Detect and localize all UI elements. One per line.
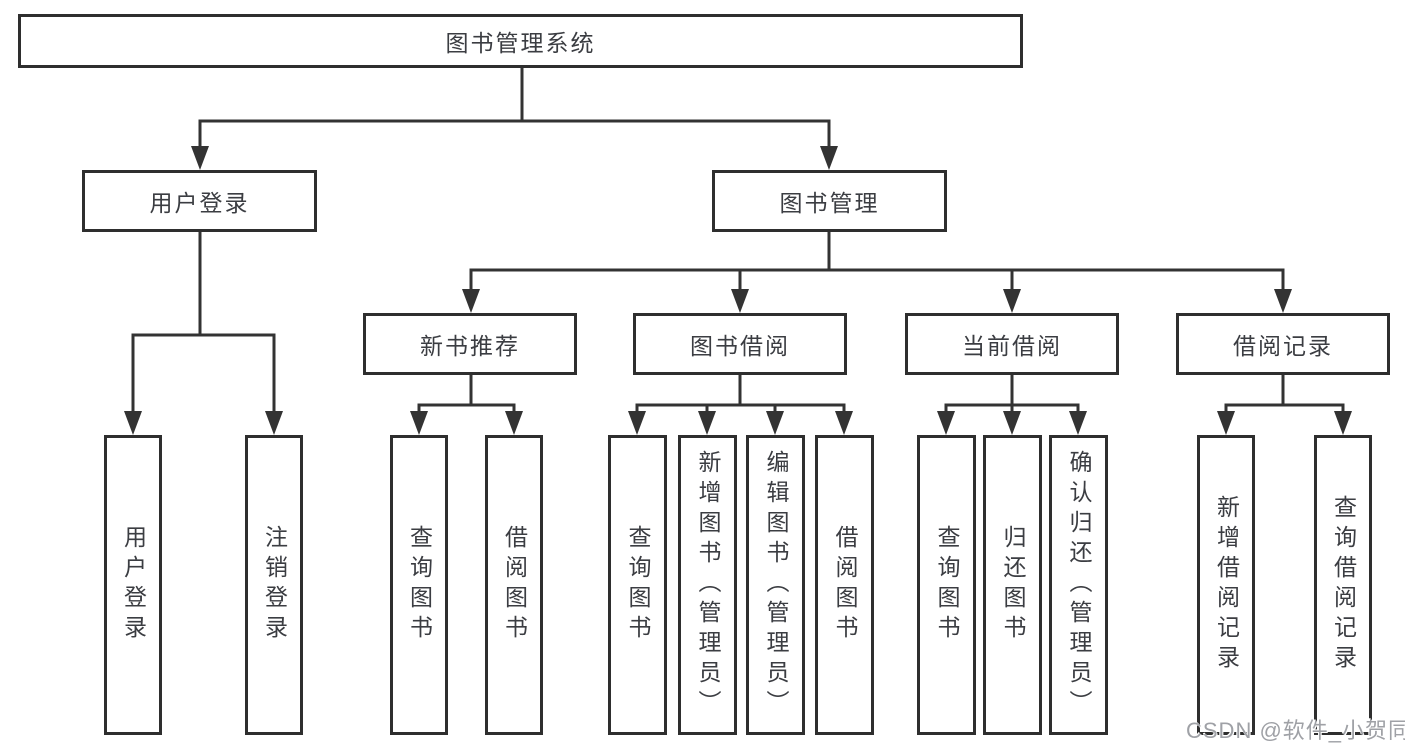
arrow-down-icon [410, 411, 428, 435]
arrow-down-icon [1274, 289, 1292, 313]
csdn-watermark: CSDN @软件_小贺同学 [1186, 718, 1405, 743]
arrow-down-icon [1069, 411, 1087, 435]
arrow-down-icon [1003, 411, 1021, 435]
connector-borrowrecord-to-leaves [1217, 375, 1352, 435]
arrow-down-icon [265, 411, 283, 435]
leaf-borrow-books: 借阅图书 [815, 435, 874, 735]
arrow-down-icon [1217, 411, 1235, 435]
leaf-add-borrow-record: 新增借阅记录 [1197, 435, 1255, 735]
leaf-user-login: 用户登录 [104, 435, 162, 735]
connector-currentborrow-to-leaves [937, 375, 1087, 435]
connector-userlogin-to-leaves [124, 232, 283, 435]
arrow-down-icon [937, 411, 955, 435]
leaf-confirm-return-admin: 确认归还（管理员） [1049, 435, 1108, 735]
arrow-down-icon [628, 411, 646, 435]
node-borrow-records: 借阅记录 [1176, 313, 1390, 375]
node-book-management-group: 图书管理 [712, 170, 947, 232]
leaf-query-borrow-record: 查询借阅记录 [1314, 435, 1372, 735]
leaf-return-books: 归还图书 [983, 435, 1042, 735]
leaf-query-books-current: 查询图书 [917, 435, 976, 735]
node-label: 图书借阅 [690, 333, 790, 359]
arrow-down-icon [462, 289, 480, 313]
node-book-borrow: 图书借阅 [633, 313, 847, 375]
leaf-query-books-recommend: 查询图书 [390, 435, 448, 735]
connector-root-to-level2 [191, 68, 838, 170]
leaf-borrow-books-recommend: 借阅图书 [485, 435, 543, 735]
connector-bookmgmt-to-level3 [462, 232, 1292, 313]
node-root-library-system: 图书管理系统 [18, 14, 1023, 68]
arrow-down-icon [124, 411, 142, 435]
node-label: 图书管理 [779, 190, 880, 216]
leaf-logout: 注销登录 [245, 435, 303, 735]
leaf-query-books-borrow: 查询图书 [608, 435, 667, 735]
arrow-down-icon [1003, 289, 1021, 313]
arrow-down-icon [191, 146, 209, 170]
connector-newbook-to-leaves [410, 375, 523, 435]
node-label: 用户登录 [149, 190, 250, 216]
arrow-down-icon [1334, 411, 1352, 435]
node-label: 图书管理系统 [445, 30, 596, 56]
node-user-login-group: 用户登录 [82, 170, 317, 232]
arrow-down-icon [835, 411, 853, 435]
node-label: 新书推荐 [420, 333, 520, 359]
node-current-borrow: 当前借阅 [905, 313, 1119, 375]
node-label: 当前借阅 [962, 333, 1062, 359]
arrow-down-icon [731, 289, 749, 313]
arrow-down-icon [698, 411, 716, 435]
arrow-down-icon [766, 411, 784, 435]
node-label: 借阅记录 [1233, 333, 1333, 359]
leaf-edit-books-admin: 编辑图书（管理员） [746, 435, 805, 735]
arrow-down-icon [505, 411, 523, 435]
node-new-book-recommend: 新书推荐 [363, 313, 577, 375]
connector-bookborrow-to-leaves [628, 375, 853, 435]
leaf-add-books-admin: 新增图书（管理员） [678, 435, 737, 735]
arrow-down-icon [820, 146, 838, 170]
